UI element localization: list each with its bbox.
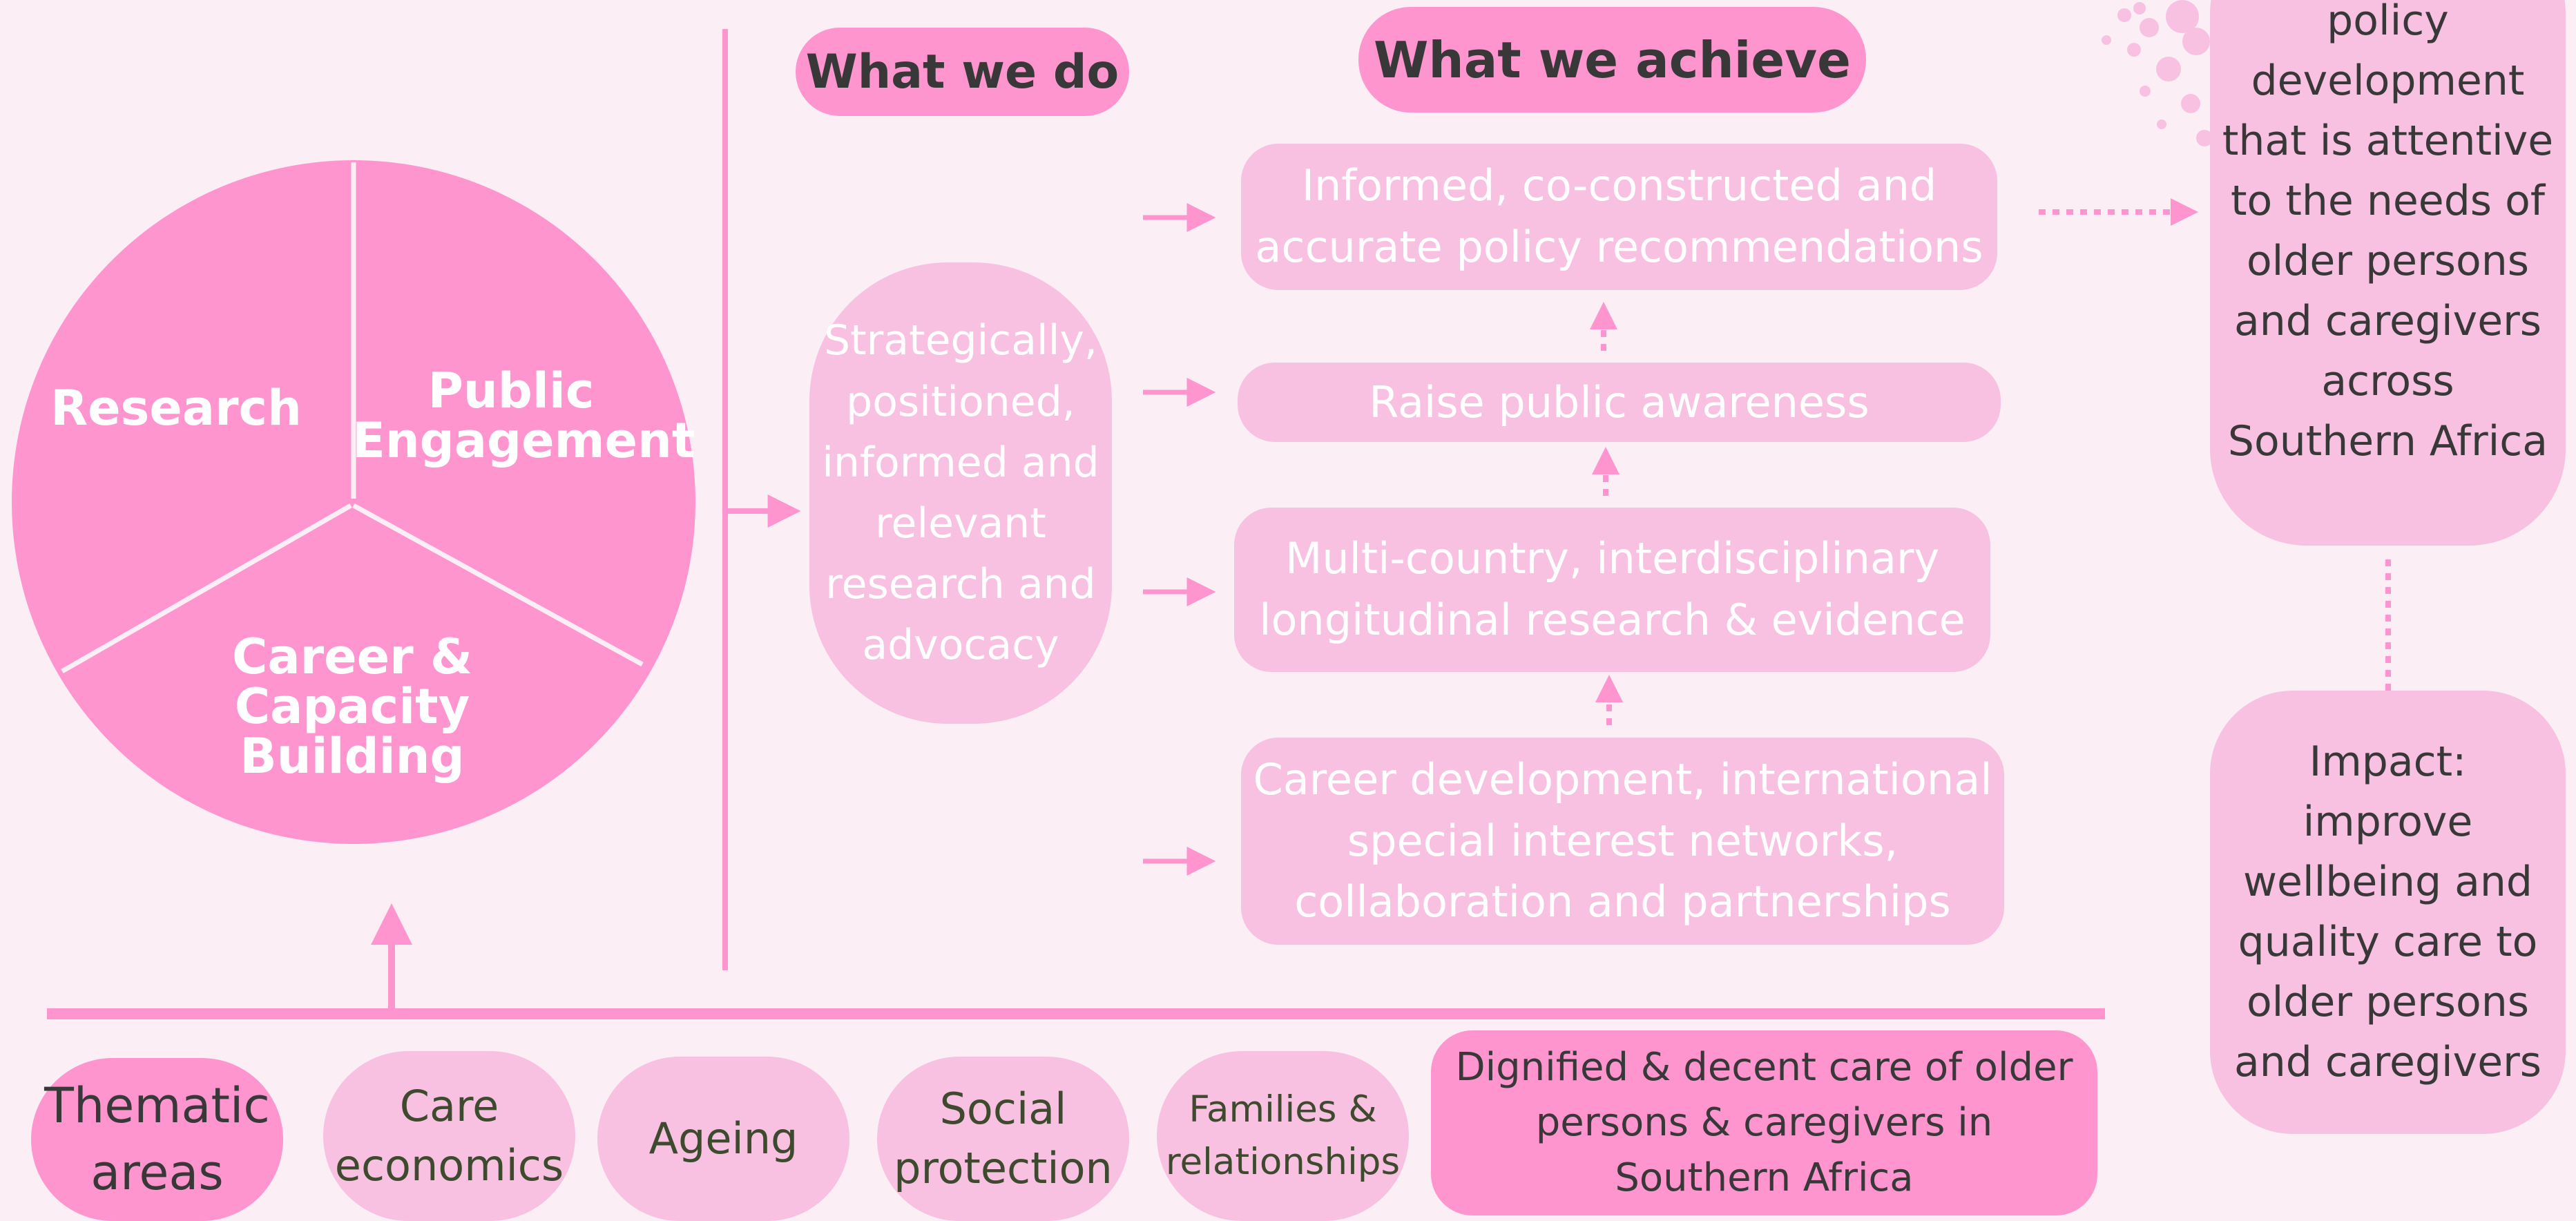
splatter-dot — [2157, 119, 2166, 129]
pie-divider-left — [61, 503, 352, 674]
splatter-dot — [2133, 2, 2146, 15]
splatter-dot — [2156, 57, 2181, 81]
splatter-dot — [2181, 94, 2200, 113]
do-box: Strategically, positioned, informed and … — [809, 262, 1112, 724]
thematic-item-ageing: Ageing — [597, 1057, 849, 1221]
thematic-areas-label: Thematic areas — [31, 1058, 283, 1221]
header-what-we-do: What we do — [796, 28, 1129, 116]
thematic-goal-box: Dignified & decent care of older persons… — [1431, 1030, 2097, 1215]
achieve-box-awareness: Raise public awareness — [1238, 363, 2001, 442]
achieve-box-research: Multi-country, interdisciplinary longitu… — [1234, 508, 1990, 672]
pie-segment-career-capacity: Career & Capacity Building — [231, 628, 473, 785]
splatter-dot — [2140, 86, 2151, 97]
outcome-box-policy-development: policy development that is attentive to … — [2210, 0, 2566, 546]
pie-segment-public-engagement: Public Engagement — [352, 363, 695, 470]
achieve-box-career: Career development, international specia… — [1241, 738, 2004, 945]
splatter-dot — [2117, 8, 2131, 22]
splatter-dot — [2127, 43, 2141, 57]
achieve-box-policy: Informed, co-constructed and accurate po… — [1241, 144, 1997, 290]
splatter-dot — [2102, 35, 2111, 45]
splatter-dot — [2196, 130, 2213, 146]
thematic-item-families-relationships: Families & relationships — [1157, 1051, 1409, 1221]
impact-box: Impact: improve wellbeing and quality ca… — [2210, 691, 2566, 1134]
pie-divider-right — [352, 503, 644, 667]
header-what-we-achieve: What we achieve — [1358, 7, 1866, 113]
pie-segment-research: Research — [50, 380, 302, 436]
thematic-item-social-protection: Social protection — [877, 1057, 1129, 1221]
pie-circle — [12, 160, 695, 844]
thematic-item-care-economics: Care economics — [323, 1051, 575, 1221]
splatter-dot — [2166, 0, 2199, 33]
splatter-dot — [2140, 18, 2159, 37]
splatter-dot — [2182, 28, 2210, 55]
